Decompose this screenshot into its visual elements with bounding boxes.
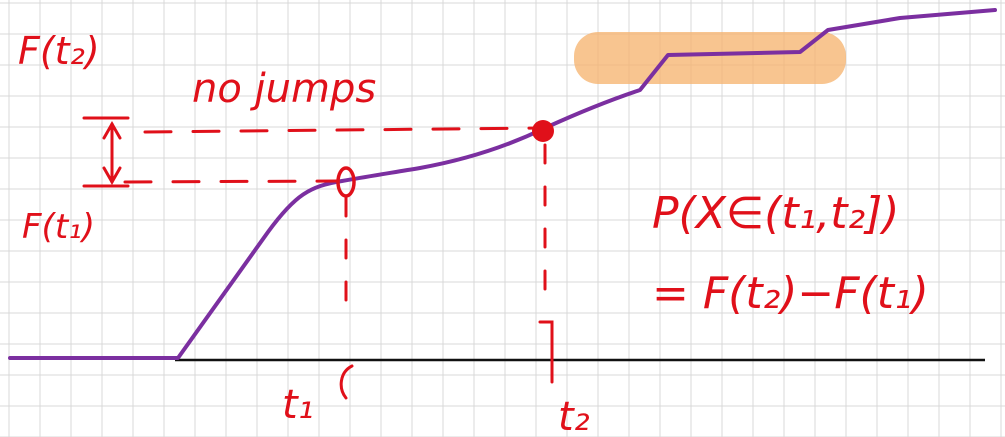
open-point-t1 bbox=[336, 166, 356, 198]
label-probability: P(X∈(t₁,t₂]) bbox=[652, 188, 899, 239]
label-no-jumps: no jumps bbox=[192, 66, 376, 112]
bracket-open-t1 bbox=[339, 364, 354, 400]
label-probability-formula: = F(t₂)−F(t₁) bbox=[652, 268, 929, 319]
label-f-t1: F(t₁) bbox=[22, 207, 95, 247]
jump-height-arrow bbox=[82, 116, 130, 188]
label-f-t2: F(t₂) bbox=[18, 29, 100, 73]
dashed-guide-f-t2 bbox=[143, 126, 542, 134]
label-t1: t₁ bbox=[282, 382, 314, 428]
cdf-curve bbox=[8, 8, 997, 360]
label-t2: t₂ bbox=[558, 394, 590, 437]
highlight-marker bbox=[574, 32, 846, 84]
bracket-closed-t2 bbox=[538, 320, 554, 384]
dashed-guide-f-t1 bbox=[123, 179, 340, 184]
closed-point-t2 bbox=[532, 120, 554, 142]
